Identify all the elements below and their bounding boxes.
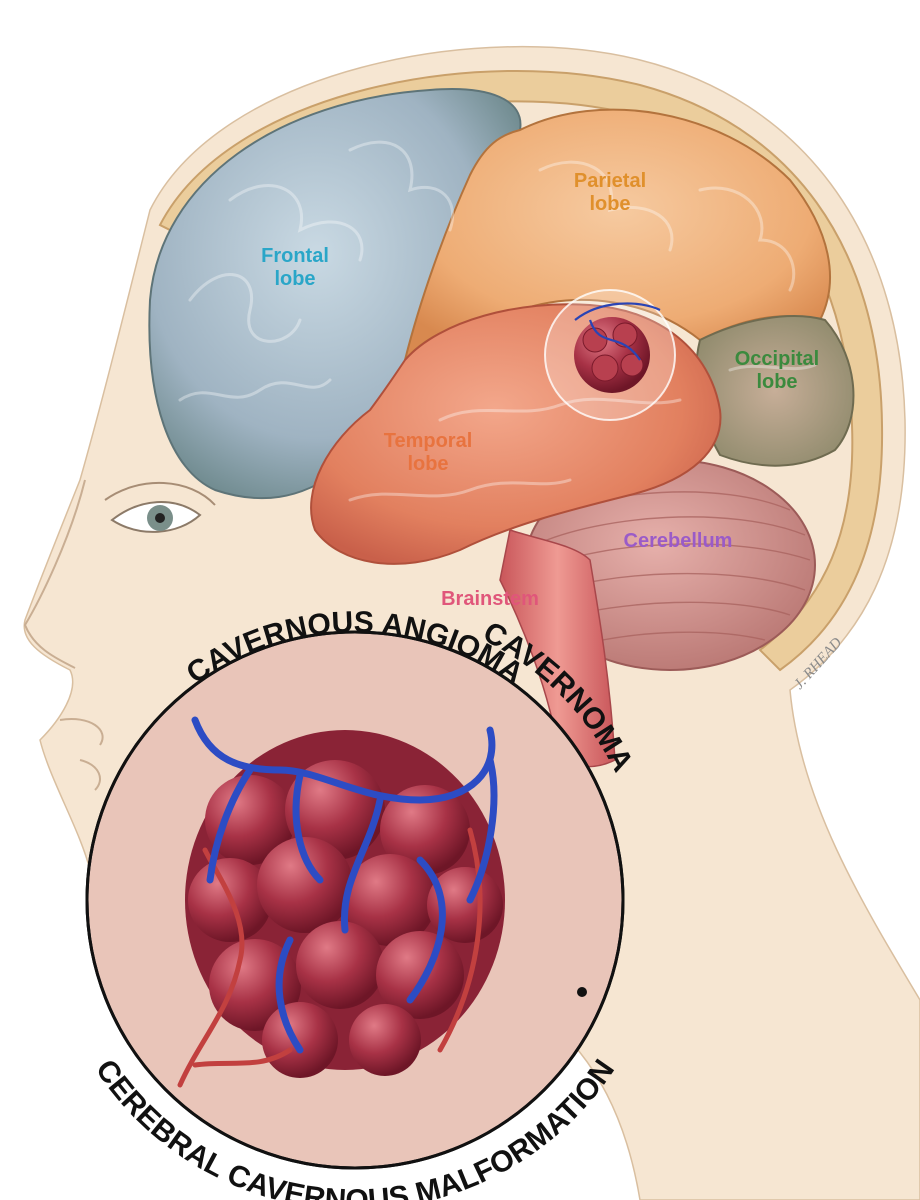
label-temporal-line2: lobe [407, 453, 449, 475]
label-frontal-line1: Frontal [261, 245, 329, 267]
eye-icon [104, 482, 216, 533]
face-contour [23, 479, 104, 791]
label-temporal-lobe: Temporal lobe [368, 430, 488, 476]
arteries [177, 827, 483, 1088]
gyri-texture [178, 140, 817, 502]
label-brainstem: Brainstem [420, 588, 560, 611]
brainstem [499, 529, 616, 768]
label-parietal-lobe: Parietal lobe [550, 170, 670, 216]
label-cerebellum: Cerebellum [598, 530, 758, 553]
label-frontal-line2: lobe [274, 268, 316, 290]
label-cerebellum-text: Cerebellum [623, 530, 733, 552]
label-frontal-lobe: Frontal lobe [240, 245, 350, 291]
label-parietal-line1: Parietal [573, 170, 647, 192]
label-parietal-line2: lobe [589, 193, 631, 215]
veins [191, 716, 498, 1054]
label-occipital-line1: Occipital [734, 348, 820, 370]
ring-separator-dot [577, 987, 587, 997]
parietal-lobe [404, 108, 831, 361]
label-brainstem-text: Brainstem [441, 588, 539, 610]
angioma-location [544, 289, 676, 421]
label-occipital-line2: lobe [756, 371, 798, 393]
label-occipital-lobe: Occipital lobe [712, 348, 842, 394]
skull [158, 70, 884, 672]
label-temporal-line1: Temporal [383, 430, 473, 452]
malformation-inset [85, 630, 625, 1170]
